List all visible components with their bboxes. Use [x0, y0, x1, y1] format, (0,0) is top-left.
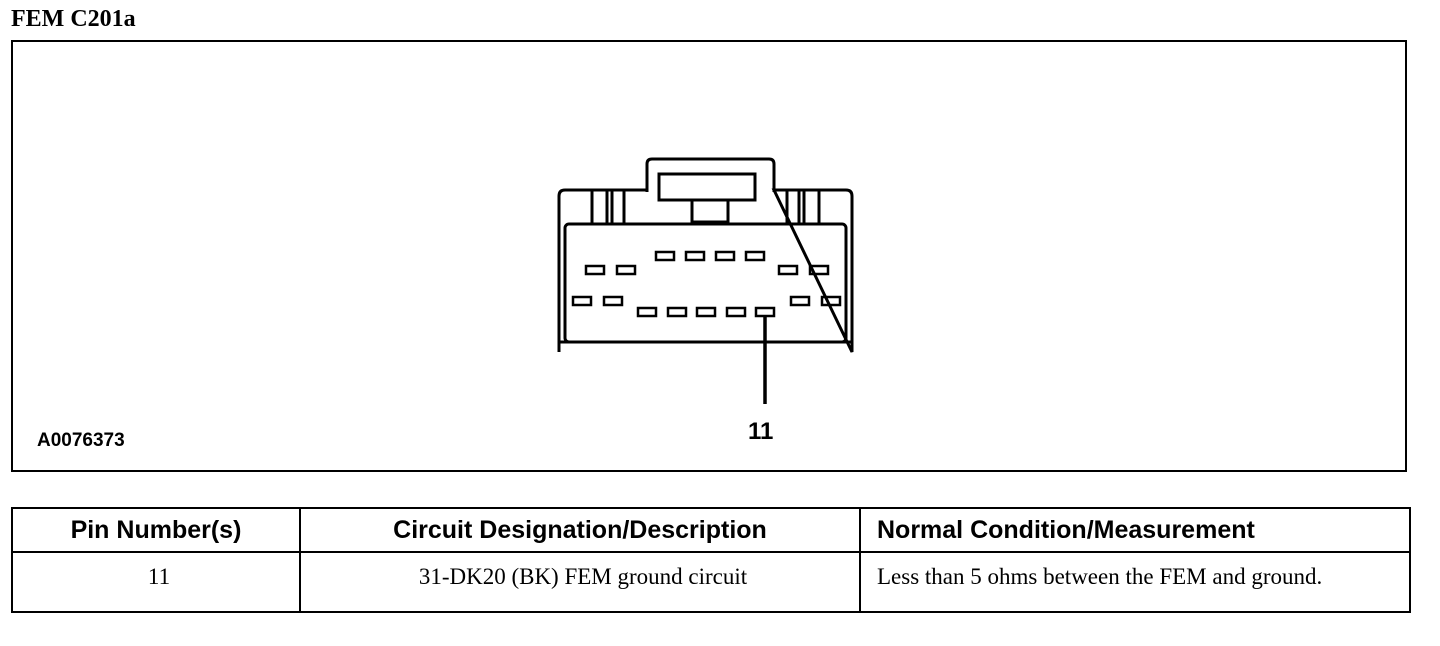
- pin-row-top: [584, 250, 830, 276]
- pin-callout-label: 11: [748, 418, 774, 445]
- latch-window: [657, 172, 757, 202]
- table-header-row: Pin Number(s) Circuit Designation/Descri…: [11, 507, 1411, 553]
- table-row: 11 31-DK20 (BK) FEM ground circuit Less …: [11, 551, 1411, 613]
- pin-row-bottom: [571, 295, 842, 318]
- figure-id: A0076373: [37, 430, 125, 451]
- pin-cavity: [695, 306, 717, 318]
- page-title: FEM C201a: [11, 6, 136, 32]
- column-header-measurement: Normal Condition/Measurement: [859, 507, 1411, 553]
- pin-cavity: [615, 264, 637, 276]
- connector-latch: [645, 157, 776, 192]
- pin-cavity: [714, 250, 736, 262]
- column-header-pin: Pin Number(s): [11, 507, 301, 553]
- pin-table: Pin Number(s) Circuit Designation/Descri…: [11, 507, 1411, 613]
- connector-shell: [557, 188, 854, 353]
- measurement-cell: Less than 5 ohms between the FEM and gro…: [859, 551, 1411, 613]
- pin-cavity: [744, 250, 766, 262]
- pin-cavity: [666, 306, 688, 318]
- connector-figure: A0076373 11: [11, 40, 1407, 472]
- latch-key: [690, 198, 730, 224]
- pin-cavity: [789, 295, 811, 307]
- pin-cavity: [808, 264, 830, 276]
- pin-cavity: [725, 306, 747, 318]
- pin-number-cell: 11: [11, 551, 301, 613]
- pin-cavity: [684, 250, 706, 262]
- pin-cavity: [777, 264, 799, 276]
- pin-cavity: [584, 264, 606, 276]
- pin-cavity-11: [754, 306, 776, 318]
- connector-face-diagram: [557, 157, 854, 404]
- pin-cavity: [636, 306, 658, 318]
- pin-cavity: [820, 295, 842, 307]
- pin-cavity: [654, 250, 676, 262]
- column-header-circuit: Circuit Designation/Description: [299, 507, 861, 553]
- pin-cavity: [602, 295, 624, 307]
- connector-face: [563, 222, 848, 344]
- pin-cavity: [571, 295, 593, 307]
- circuit-cell: 31-DK20 (BK) FEM ground circuit: [299, 551, 861, 613]
